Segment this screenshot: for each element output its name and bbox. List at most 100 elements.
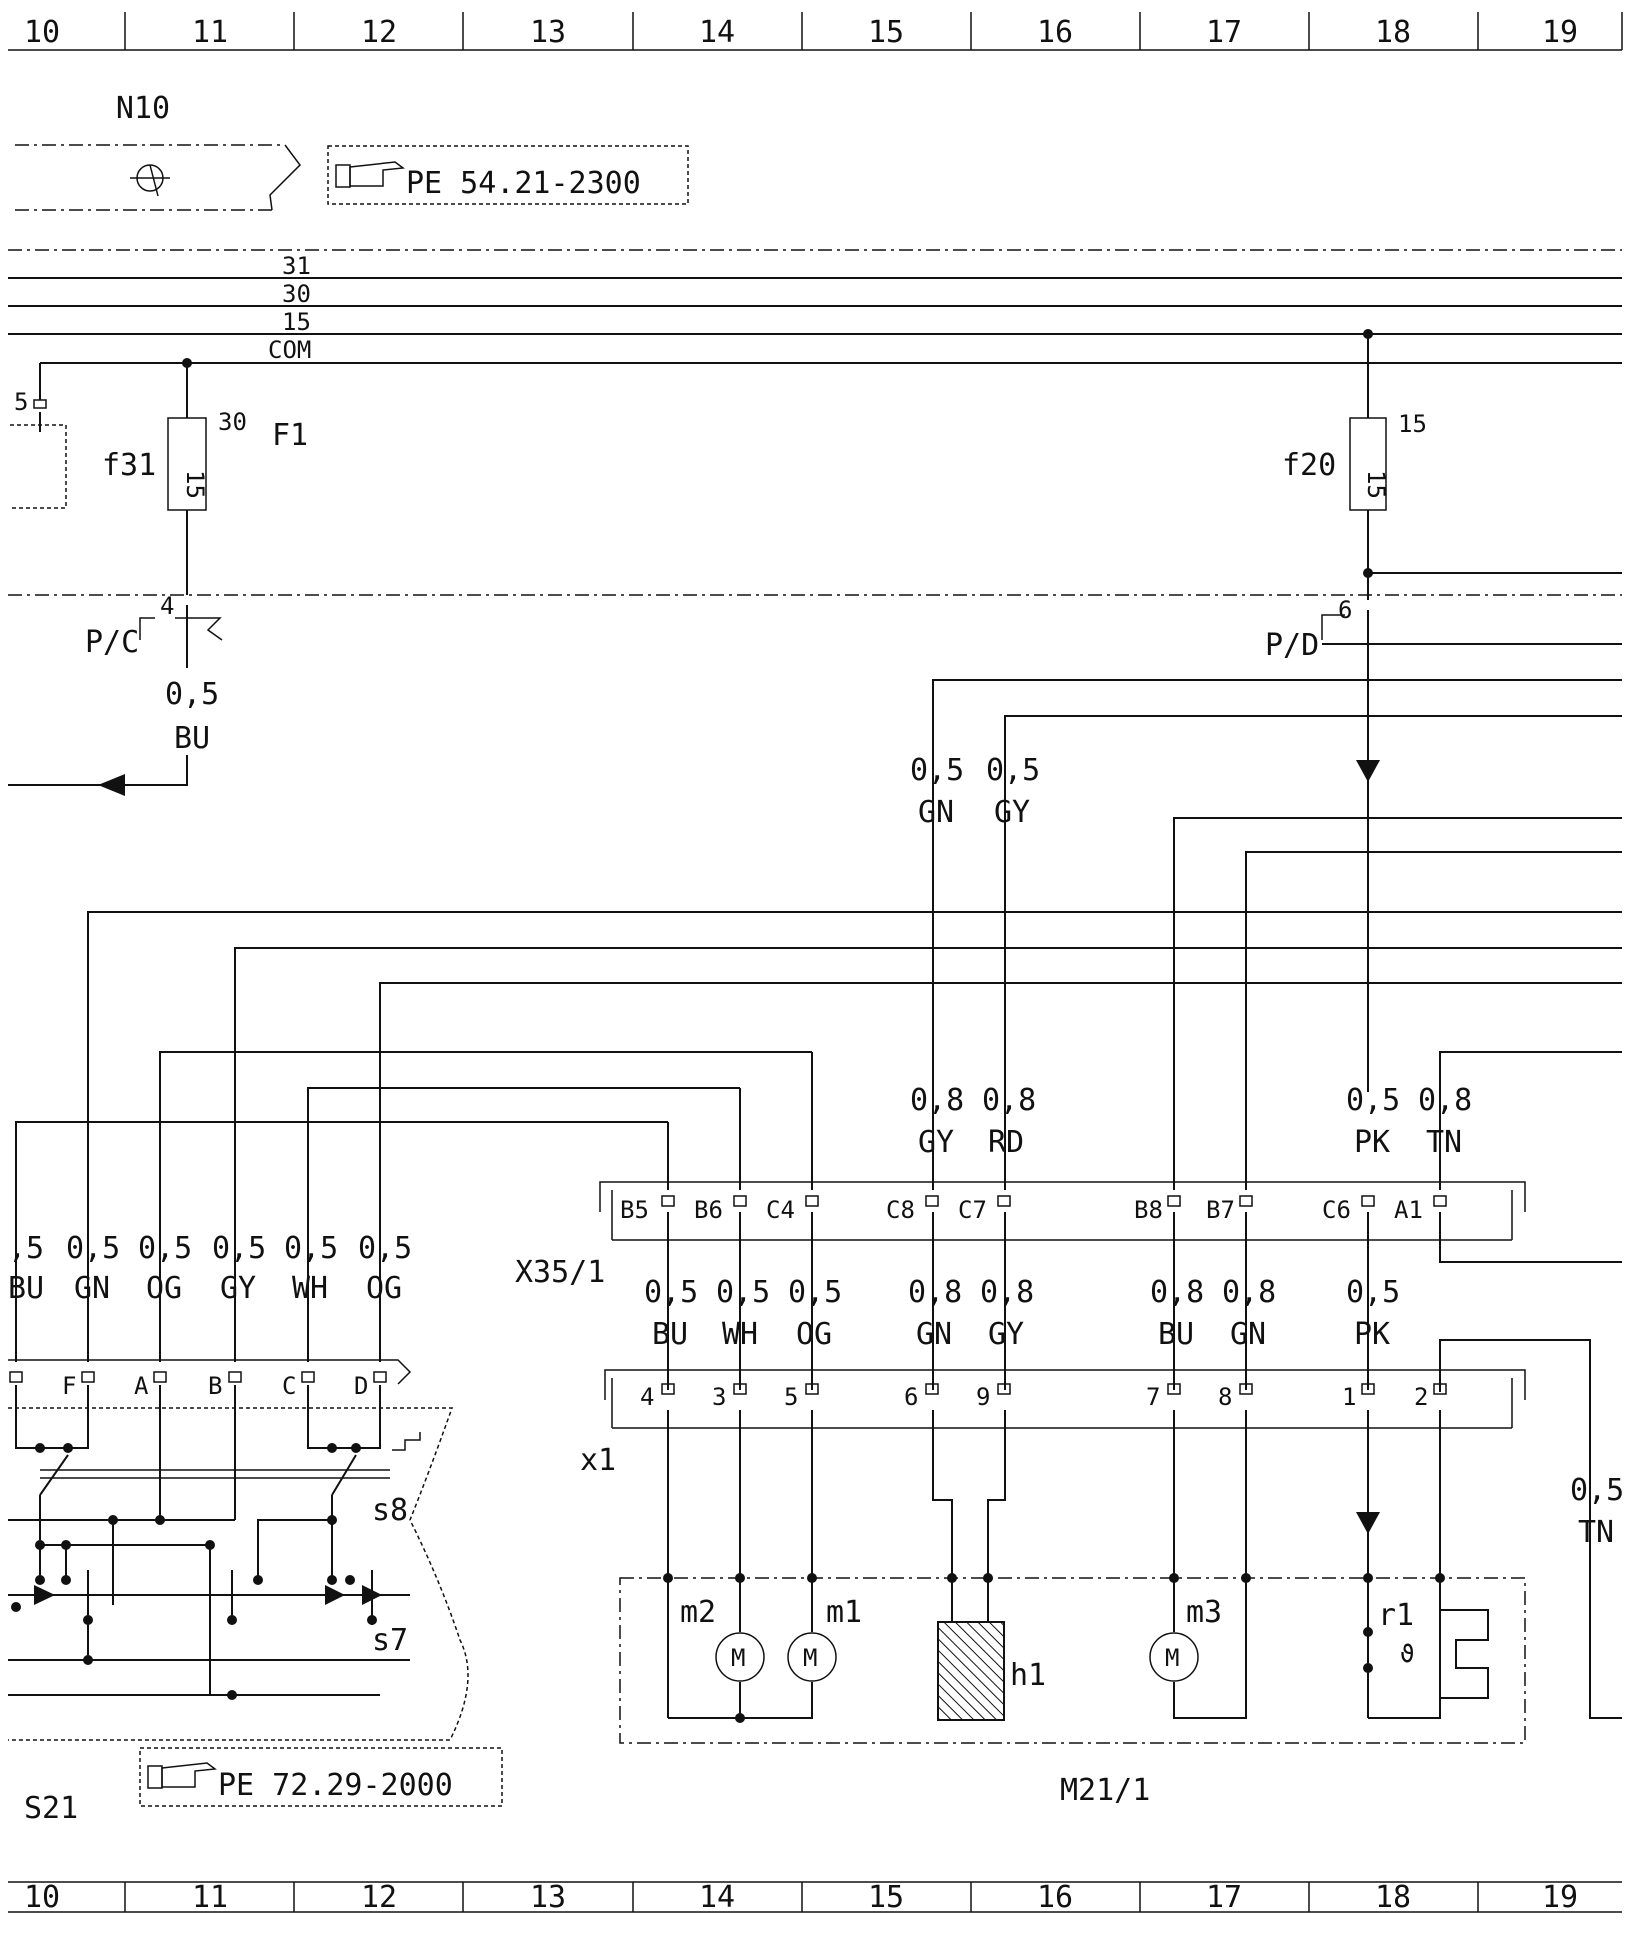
pd-pin: 6: [1338, 596, 1352, 624]
left-group-labels: ,5 BU 0,5 GN 0,5 OG 0,5 GY 0,5 WH 0,5 OG: [8, 1231, 412, 1306]
motor-m3-label: m3: [1186, 1595, 1222, 1630]
motor-m3-symbol: M: [1165, 1644, 1179, 1672]
x1-pin-5: 5: [784, 1383, 798, 1411]
gn-feed-gauge: 0,5: [910, 753, 964, 788]
x1-wire-color-2: WH: [722, 1317, 758, 1352]
x35-top-color-3: PK: [1354, 1125, 1390, 1160]
s8-label: s8: [372, 1493, 408, 1528]
bottom-grid-col-16: 16: [1037, 1880, 1073, 1915]
x35-x1-wires: 0,5 BU 0,5 WH 0,5 OG 0,8 GN 0,8 GY 0,8 B…: [644, 1212, 1400, 1390]
motor-m2-label: m2: [680, 1595, 716, 1630]
x35-top-color-2: RD: [988, 1125, 1024, 1160]
x1-pin-1: 1: [1342, 1383, 1356, 1411]
ref-box-top: [327, 145, 689, 205]
lg-color-3: OG: [146, 1271, 182, 1306]
s7-arrow-left-icon: [325, 1585, 345, 1605]
pd-label: P/D: [1265, 628, 1319, 663]
x1-pin-4: 4: [640, 1383, 654, 1411]
x1-wire-gauge-4: 0,8: [908, 1275, 962, 1310]
bus-com-label: COM: [268, 336, 311, 364]
bottom-grid-col-17: 17: [1206, 1880, 1242, 1915]
heater-h1-label: h1: [1010, 1658, 1046, 1693]
s21-pin-d: D: [354, 1372, 368, 1400]
top-grid-strip: 10 11 12 13 14 15 16 17 18 19: [8, 12, 1623, 51]
x35-pins: [661, 1195, 1447, 1207]
s21-label: S21: [24, 1791, 78, 1826]
x35-pin-b7: B7: [1206, 1196, 1235, 1224]
x1-label: x1: [580, 1443, 616, 1478]
tn-wire-gauge: 0,5: [1570, 1473, 1624, 1508]
bottom-grid-col-11: 11: [192, 1880, 228, 1915]
gy-feed-color: GY: [994, 795, 1030, 830]
x1-pin-7: 7: [1146, 1383, 1160, 1411]
x35-pin-c6: C6: [1322, 1196, 1351, 1224]
lg-gauge-5: 0,5: [284, 1231, 338, 1266]
x1-wire-gauge-6: 0,8: [1150, 1275, 1204, 1310]
grid-col-15: 15: [868, 15, 904, 50]
bottom-grid-col-15: 15: [868, 1880, 904, 1915]
x1-pin-3: 3: [712, 1383, 726, 1411]
x1-wire-gauge-7: 0,8: [1222, 1275, 1276, 1310]
pc-label: P/C: [85, 625, 139, 660]
m21-label: M21/1: [1060, 1773, 1150, 1808]
pc-wire-gauge: 0,5: [165, 677, 219, 712]
lg-color-4: GY: [220, 1271, 256, 1306]
grid-col-10: 10: [24, 15, 60, 50]
x1-wire-gauge-1: 0,5: [644, 1275, 698, 1310]
bus-30-label: 30: [282, 280, 311, 308]
x1-wire-color-8: PK: [1354, 1317, 1390, 1352]
gn-feed-color: GN: [918, 795, 954, 830]
s7-arrow-right-icon: [34, 1585, 55, 1605]
x35-top-labels: 0,8 GY 0,8 RD 0,5 PK 0,8 TN: [910, 1083, 1472, 1160]
x1-wire-color-1: BU: [652, 1317, 688, 1352]
n10-label: N10: [116, 91, 170, 126]
motor-m3-icon: [1149, 1632, 1199, 1682]
x35-feeders: 0,5 GN 0,5 GY: [15, 679, 1622, 1362]
s21-pins: [9, 1371, 387, 1383]
bottom-grid-col-13: 13: [530, 1880, 566, 1915]
x1-wire-color-6: BU: [1158, 1317, 1194, 1352]
motor-m1-label: m1: [826, 1595, 862, 1630]
left-pin-5: 5: [14, 388, 28, 416]
motor-m2-symbol: M: [731, 1644, 745, 1672]
x35-top-color-1: GY: [918, 1125, 954, 1160]
bottom-grid-strip: 10 11 12 13 14 15 16 17 18 19: [8, 1880, 1622, 1915]
grid-col-16: 16: [1037, 15, 1073, 50]
x1-pins: [661, 1383, 1447, 1395]
f31-label: f31: [102, 448, 156, 483]
bottom-grid-col-18: 18: [1375, 1880, 1411, 1915]
grid-col-18: 18: [1375, 15, 1411, 50]
arrow-down-icon: [1356, 760, 1380, 782]
x1-wire-gauge-8: 0,5: [1346, 1275, 1400, 1310]
left-branch: 5: [10, 363, 67, 509]
lg-gauge-2: 0,5: [66, 1231, 120, 1266]
grid-col-14: 14: [699, 15, 735, 50]
f31-rating: 15: [181, 470, 209, 499]
x35-top-gauge-1: 0,8: [910, 1083, 964, 1118]
x35-connector: X35/1 B5 B6 C4 C8 C7 B8 B7 C6 A1: [515, 1181, 1622, 1290]
bottom-grid-col-10: 10: [24, 1880, 60, 1915]
s21-switch: F A B C D s8: [8, 1359, 469, 1826]
x1-wire-color-7: GN: [1230, 1317, 1266, 1352]
x35-pin-c4: C4: [766, 1196, 795, 1224]
x35-pin-b5: B5: [620, 1196, 649, 1224]
f20-terminal: 15: [1398, 410, 1427, 438]
tn-wire-color: TN: [1578, 1515, 1614, 1550]
x35-label: X35/1: [515, 1255, 605, 1290]
x1-pin-8: 8: [1218, 1383, 1232, 1411]
x1-wire-gauge-3: 0,5: [788, 1275, 842, 1310]
lg-color-6: OG: [366, 1271, 402, 1306]
x1-wire-color-3: OG: [796, 1317, 832, 1352]
x35-pin-c8: C8: [886, 1196, 915, 1224]
grid-col-11: 11: [192, 15, 228, 50]
x35-top-gauge-3: 0,5: [1346, 1083, 1400, 1118]
x1-pin-9: 9: [976, 1383, 990, 1411]
pd-connector: 6 P/D: [1265, 596, 1622, 1092]
arrow-left-icon: [98, 774, 125, 796]
x1-pin-6: 6: [904, 1383, 918, 1411]
motor-m2-icon: [715, 1632, 765, 1682]
n10-block: N10 PE 54.21-2300: [15, 91, 689, 211]
bottom-ref: PE 72.29-2000: [139, 1747, 503, 1807]
hand-pointer-icon-2: [147, 1762, 217, 1789]
x35-pin-b8: B8: [1134, 1196, 1163, 1224]
